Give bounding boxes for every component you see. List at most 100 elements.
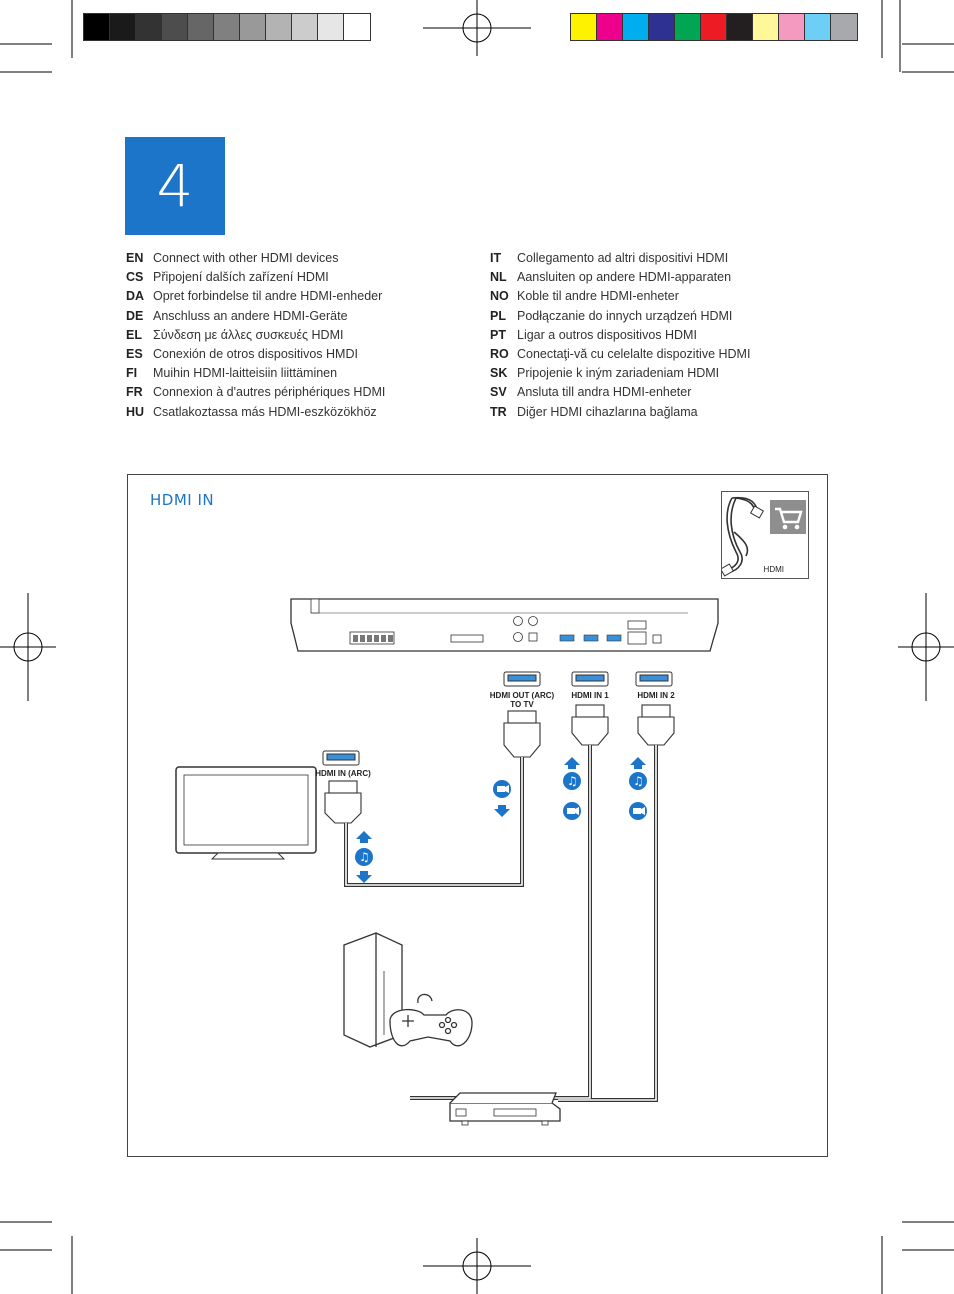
color-swatch xyxy=(649,14,675,40)
music-note-icon xyxy=(563,772,581,790)
language-row: SV Ansluta till andra HDMI-enheter xyxy=(490,382,750,401)
language-row: DA Opret forbindelse til andre HDMI-enhed… xyxy=(126,286,385,305)
music-note-icon xyxy=(629,772,647,790)
language-row: ES Conexión de otros dispositivos HMDI xyxy=(126,344,385,363)
language-code: SV xyxy=(490,385,507,400)
color-swatch xyxy=(110,14,136,40)
language-code: TR xyxy=(490,404,507,419)
hdmi-plugs xyxy=(324,704,675,824)
arrow-up-icon xyxy=(630,757,646,769)
language-heading: Collegamento ad altri dispositivi HDMI xyxy=(517,251,729,265)
color-swatch xyxy=(623,14,649,40)
connection-diagram: HDMI IN HDMI xyxy=(127,474,828,1157)
grayscale-swatches xyxy=(83,13,371,41)
language-row: NO Koble til andre HDMI-enheter xyxy=(490,286,750,305)
language-heading: Pripojenie k iným zariadeniam HDMI xyxy=(517,366,720,381)
color-swatch xyxy=(136,14,162,40)
language-code: ES xyxy=(126,346,143,361)
color-swatch xyxy=(701,14,727,40)
color-swatch xyxy=(266,14,292,40)
language-code: DA xyxy=(126,289,145,304)
language-code: FR xyxy=(126,385,143,400)
color-swatch xyxy=(318,14,344,40)
language-code: CS xyxy=(126,270,144,285)
language-heading: Connect with other HDMI devices xyxy=(153,251,339,265)
color-swatch xyxy=(292,14,318,40)
language-heading: Conectaţi-vă cu celelalte dispozitive HD… xyxy=(517,346,751,361)
color-swatch xyxy=(831,14,857,40)
step-number-box: 4 xyxy=(125,137,225,235)
svg-text:♫: ♫ xyxy=(633,774,644,788)
language-row: EL Σύνδεση με άλλες συσκευές HDMI xyxy=(126,325,385,344)
language-row: SK Pripojenie k iným zariadeniam HDMI xyxy=(490,363,750,382)
language-heading: Muihin HDMI-laitteisiin liittäminen xyxy=(153,366,338,381)
color-swatch xyxy=(162,14,188,40)
language-code: EN xyxy=(126,251,144,265)
language-row: NL Aansluiten op andere HDMI-apparaten xyxy=(490,267,750,286)
color-swatch xyxy=(84,14,110,40)
language-heading: Aansluiten op andere HDMI-apparaten xyxy=(517,270,732,285)
hdmi-cable-package: HDMI xyxy=(721,491,809,579)
language-row: DE Anschluss an andere HDMI-Geräte xyxy=(126,306,385,325)
language-heading: Podłączanie do innych urządzeń HDMI xyxy=(517,308,733,323)
language-heading: Csatlakoztassa más HDMI-eszközökhöz xyxy=(153,404,377,419)
color-swatch xyxy=(805,14,831,40)
color-swatch xyxy=(571,14,597,40)
arrow-down-icon xyxy=(494,805,510,817)
language-heading: Ansluta till andra HDMI-enheter xyxy=(517,385,692,400)
svg-text:♫: ♫ xyxy=(359,850,370,864)
color-swatch xyxy=(727,14,753,40)
set-top-box-illustration xyxy=(449,1092,561,1126)
port-label-hdmi-in-1: HDMI IN 1 xyxy=(571,691,609,700)
language-heading: Σύνδεση με άλλες συσκευές HDMI xyxy=(153,327,344,342)
music-note-icon xyxy=(355,848,373,866)
language-heading: Koble til andre HDMI-enheter xyxy=(517,289,679,304)
language-row: RO Conectaţi-vă cu celelalte dispozitive … xyxy=(490,344,750,363)
language-heading: Diğer HDMI cihazlarına bağlama xyxy=(517,404,698,419)
color-swatch xyxy=(240,14,266,40)
language-code: NL xyxy=(490,270,507,285)
port-label-tv-hdmi-in-arc: HDMI IN (ARC) xyxy=(315,769,371,778)
language-code: IT xyxy=(490,251,502,265)
language-row: EN Connect with other HDMI devices xyxy=(126,248,385,267)
tv-illustration xyxy=(175,766,317,860)
language-code: EL xyxy=(126,327,142,342)
language-code: NO xyxy=(490,289,509,304)
language-code: PL xyxy=(490,308,506,323)
language-heading: Connexion à d'autres périphériques HDMI xyxy=(153,385,386,400)
color-swatch xyxy=(675,14,701,40)
color-swatch xyxy=(214,14,240,40)
svg-text:♫: ♫ xyxy=(567,774,578,788)
language-heading: Opret forbindelse til andre HDMI-enheder xyxy=(153,289,383,304)
color-swatch xyxy=(779,14,805,40)
language-heading: Anschluss an andere HDMI-Geräte xyxy=(153,308,348,323)
shopping-cart-icon xyxy=(770,500,806,534)
hdmi-cables xyxy=(344,745,658,1102)
step-number: 4 xyxy=(156,152,194,220)
arrow-up-icon xyxy=(356,831,372,843)
language-row: PL Podłączanie do innych urządzeń HDMI xyxy=(490,306,750,325)
language-heading: Conexión de otros dispositivos HMDI xyxy=(153,346,358,361)
arrow-up-icon xyxy=(564,757,580,769)
color-swatch xyxy=(188,14,214,40)
color-swatches xyxy=(570,13,858,41)
color-swatch xyxy=(597,14,623,40)
language-list-right: IT Collegamento ad altri dispositivi HDMI… xyxy=(490,248,750,421)
language-code: DE xyxy=(126,308,144,323)
arrow-down-icon xyxy=(356,871,372,883)
language-row: FR Connexion à d'autres périphériques HDM… xyxy=(126,382,385,401)
game-console-illustration xyxy=(343,932,473,1048)
language-heading: Ligar a outros dispositivos HDMI xyxy=(517,327,697,342)
language-row: FI Muihin HDMI-laitteisiin liittäminen xyxy=(126,363,385,382)
wiring-illustration: ♫ ♫ ♫ xyxy=(175,598,719,1126)
language-code: SK xyxy=(490,366,508,381)
audio-video-signal-icons: ♫ ♫ ♫ xyxy=(355,757,647,883)
color-swatch xyxy=(344,14,370,40)
language-code: RO xyxy=(490,346,509,361)
language-code: FI xyxy=(126,366,138,381)
